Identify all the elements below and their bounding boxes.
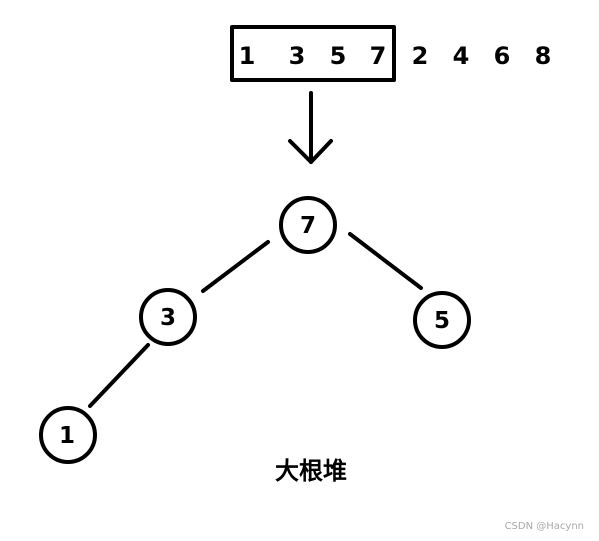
seq-num-7: 7: [370, 42, 387, 70]
edge-root-right: [348, 232, 423, 290]
tree-node-left-left-label: 1: [59, 423, 75, 449]
seq-num-4: 4: [453, 42, 470, 70]
tree-node-left-left: 1: [39, 406, 97, 464]
sequence-box: [230, 25, 396, 82]
tree-node-right: 5: [413, 291, 471, 349]
tree-node-left: 3: [139, 288, 197, 346]
seq-num-5: 5: [330, 42, 347, 70]
edge-root-left: [201, 240, 270, 293]
seq-num-2: 2: [412, 42, 429, 70]
diagram-caption: 大根堆: [275, 457, 347, 485]
tree-node-right-label: 5: [434, 308, 450, 334]
seq-num-8: 8: [535, 42, 552, 70]
seq-num-1: 1: [239, 42, 256, 70]
tree-node-left-label: 3: [160, 305, 176, 331]
seq-num-3: 3: [289, 42, 306, 70]
edge-left-leftleft: [88, 343, 150, 408]
watermark: CSDN @Hacynn: [505, 521, 584, 532]
seq-num-6: 6: [494, 42, 511, 70]
down-arrow-icon: [288, 91, 333, 164]
tree-node-root: 7: [279, 196, 337, 254]
tree-node-root-label: 7: [300, 213, 316, 239]
